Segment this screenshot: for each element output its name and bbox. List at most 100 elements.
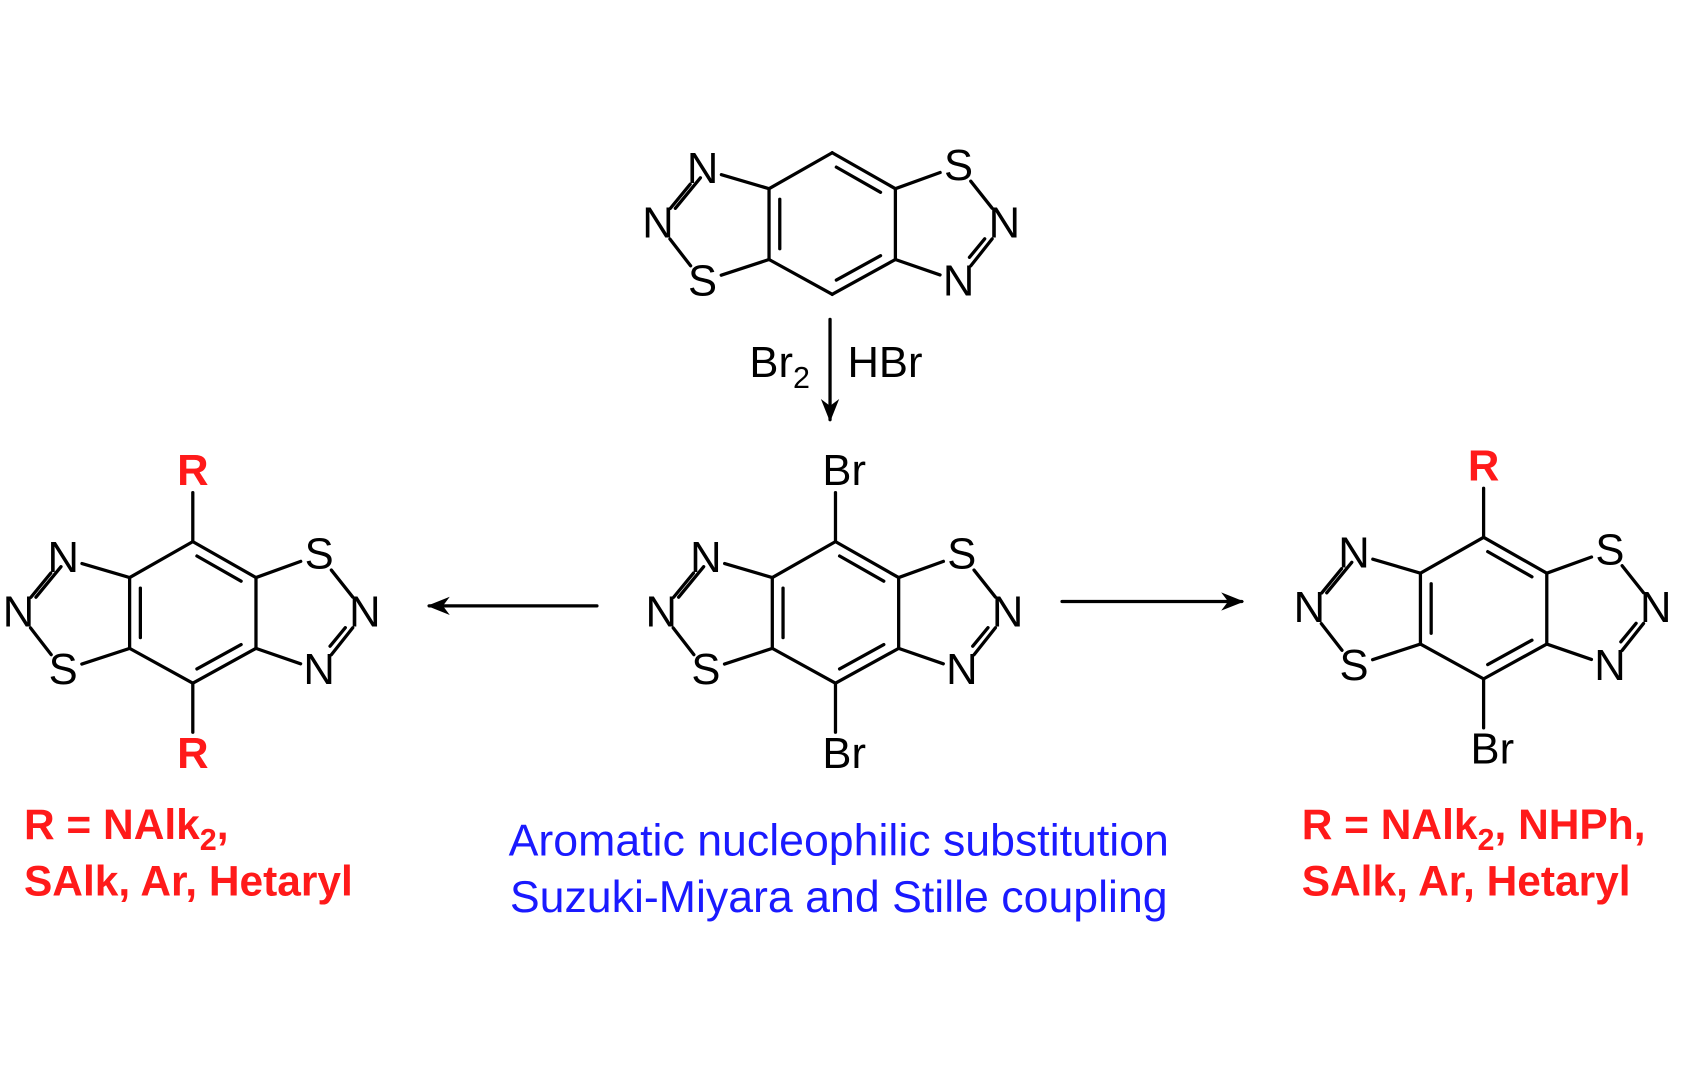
sulfur-atom: S bbox=[691, 646, 720, 694]
double-bond-line bbox=[971, 626, 990, 648]
bond bbox=[671, 571, 696, 599]
double-bond-line bbox=[967, 237, 987, 259]
ring-double-bond bbox=[1486, 638, 1534, 667]
bond bbox=[972, 626, 998, 657]
bond bbox=[1371, 557, 1423, 575]
bond bbox=[254, 646, 303, 666]
bond bbox=[80, 561, 132, 580]
nitrogen-atom: N bbox=[1338, 530, 1369, 578]
ring-bond bbox=[833, 539, 901, 580]
bond bbox=[897, 646, 945, 666]
sulfur-atom: S bbox=[1339, 642, 1368, 690]
bond bbox=[671, 626, 696, 657]
ring-bond bbox=[1481, 642, 1549, 681]
ring-bond bbox=[830, 257, 898, 296]
bond bbox=[719, 257, 771, 277]
conditions-line1: Aromatic nucleophilic substitution bbox=[509, 816, 1169, 865]
bond bbox=[969, 179, 994, 210]
sulfur-atom: S bbox=[49, 646, 78, 694]
bond bbox=[329, 626, 355, 657]
ring-double-bond bbox=[195, 642, 243, 671]
bromine-atom: Br bbox=[822, 730, 866, 778]
ring-bond bbox=[770, 539, 838, 580]
ring-double-bond bbox=[837, 554, 886, 583]
bond bbox=[254, 559, 303, 580]
ring-bond bbox=[127, 646, 195, 685]
bond bbox=[29, 571, 53, 599]
ring-bond bbox=[1418, 642, 1486, 681]
ring-double-bond bbox=[1486, 550, 1534, 579]
right-r-definition-line1: R = NAlk2, NHPh, bbox=[1302, 802, 1646, 857]
nitrogen-atom: N bbox=[943, 257, 974, 305]
bond bbox=[329, 568, 355, 599]
bond bbox=[1620, 621, 1646, 653]
bond bbox=[1320, 567, 1344, 595]
nitrogen-atom: N bbox=[47, 534, 78, 582]
ring-bond bbox=[767, 151, 834, 191]
nitrogen-atom: N bbox=[642, 200, 673, 248]
nitrogen-atom: N bbox=[645, 588, 676, 636]
nitrogen-atom: N bbox=[989, 200, 1020, 248]
bond bbox=[893, 170, 942, 191]
double-bond-line bbox=[328, 626, 347, 648]
sulfur-atom: S bbox=[688, 257, 717, 305]
ring-double-bond bbox=[837, 642, 886, 671]
reagent-hbr: HBr bbox=[847, 339, 922, 387]
ring-double-bond bbox=[195, 554, 243, 583]
ring-bond bbox=[127, 539, 195, 580]
double-bond-line bbox=[1325, 560, 1354, 595]
ring-bond bbox=[830, 151, 898, 191]
nitrogen-atom: N bbox=[1294, 584, 1325, 632]
sulfur-atom: S bbox=[944, 142, 973, 190]
left-r-definition-line1: R = NAlk2, bbox=[24, 802, 229, 857]
nitrogen-atom: N bbox=[946, 646, 977, 694]
bond bbox=[719, 173, 771, 191]
bond bbox=[972, 568, 998, 599]
left-r-definition-line2: SAlk, Ar, Hetaryl bbox=[24, 859, 353, 906]
ring-bond bbox=[770, 646, 838, 685]
sulfur-atom: S bbox=[947, 531, 976, 579]
ring-bond bbox=[191, 539, 258, 580]
reagent-br2: Br2 bbox=[749, 339, 810, 395]
ring-bond bbox=[1418, 535, 1486, 575]
ring-bond bbox=[767, 257, 834, 296]
nitrogen-atom: N bbox=[687, 145, 718, 193]
double-bond-line bbox=[676, 565, 706, 599]
bond bbox=[1545, 642, 1594, 662]
nitrogen-atom: N bbox=[1594, 642, 1625, 690]
bond bbox=[1319, 621, 1344, 652]
ring-double-bond bbox=[834, 254, 883, 282]
bond bbox=[1545, 555, 1594, 575]
bond bbox=[80, 646, 132, 666]
r-substituent: R bbox=[177, 730, 208, 778]
double-bond-line bbox=[1619, 621, 1638, 644]
ring-double-bond bbox=[834, 165, 883, 194]
bond bbox=[722, 646, 774, 666]
nitrogen-atom: N bbox=[992, 588, 1023, 636]
nitrogen-atom: N bbox=[1640, 584, 1671, 632]
bond bbox=[893, 257, 942, 277]
bond bbox=[1370, 642, 1423, 662]
bromine-atom: Br bbox=[822, 447, 866, 495]
double-bond-line bbox=[34, 565, 63, 599]
ring-bond bbox=[1481, 535, 1549, 575]
nitrogen-atom: N bbox=[3, 588, 34, 636]
sulfur-atom: S bbox=[305, 531, 334, 579]
bromine-atom: Br bbox=[1471, 726, 1515, 774]
bond bbox=[668, 237, 693, 268]
bond bbox=[897, 559, 946, 580]
conditions-line2: Suzuki-Miyara and Stille coupling bbox=[510, 873, 1168, 922]
bond bbox=[723, 561, 774, 580]
ring-bond bbox=[833, 646, 901, 685]
bond bbox=[28, 626, 53, 657]
right-r-definition-line2: SAlk, Ar, Hetaryl bbox=[1302, 859, 1631, 906]
nitrogen-atom: N bbox=[690, 534, 721, 582]
nitrogen-atom: N bbox=[349, 588, 380, 636]
double-bond-line bbox=[673, 176, 703, 210]
nitrogen-atom: N bbox=[303, 646, 334, 694]
ring-bond bbox=[191, 646, 258, 685]
